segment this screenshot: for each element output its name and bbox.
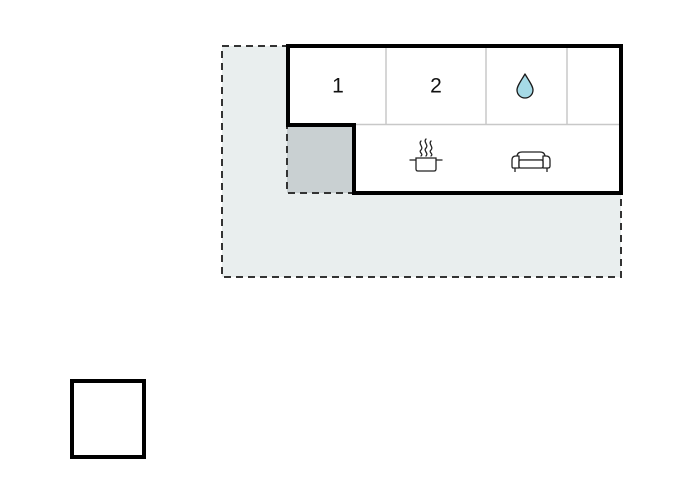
sofa-back: [516, 151, 546, 161]
entrance-area: [286, 124, 354, 194]
room-label-2: 2: [430, 75, 442, 98]
interior-walls: [354, 46, 621, 126]
steam-line-3: [429, 140, 433, 157]
pot-body: [415, 157, 437, 172]
steam-line-1: [419, 140, 423, 157]
sofa-arm-right: [542, 155, 551, 169]
room-label-1: 1: [332, 75, 344, 98]
water-drop-icon: [516, 73, 534, 99]
cooking-pot-icon: [409, 138, 443, 172]
sofa-seat: [518, 159, 544, 169]
legend-square: [70, 379, 146, 459]
sofa-arm-left: [511, 155, 520, 169]
sofa-icon: [511, 151, 551, 172]
steam-line-2: [424, 138, 428, 157]
exterior-walls: [286, 44, 623, 195]
